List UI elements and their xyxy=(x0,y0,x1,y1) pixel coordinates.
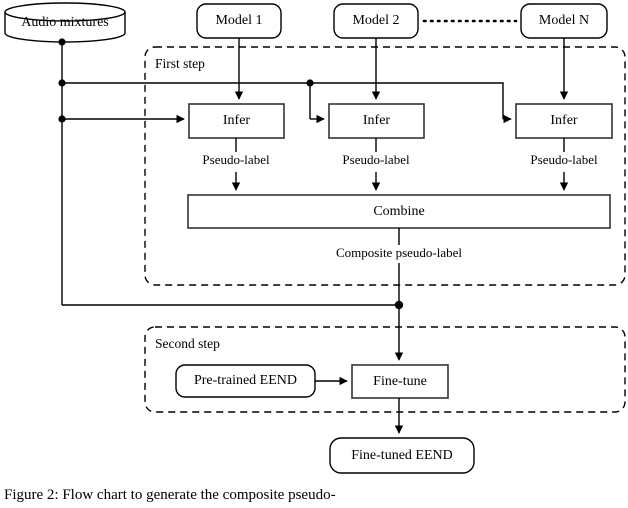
group-first-step-label: First step xyxy=(155,56,205,71)
node-audio-mixtures[interactable] xyxy=(5,3,125,42)
node-infer-1[interactable] xyxy=(189,104,284,138)
junction-dot-audio-branch-lower xyxy=(58,115,66,123)
node-pretrained-eend[interactable] xyxy=(176,365,315,397)
junction-dot-infer-2-branch xyxy=(306,79,314,87)
node-model-n[interactable] xyxy=(521,4,607,38)
edge-audio-to-infer-3 xyxy=(310,82,504,119)
junction-dots xyxy=(58,38,404,310)
edge-label-pseudo-label-2: Pseudo-label xyxy=(342,152,410,167)
junction-dot-audio-outlet xyxy=(58,38,66,46)
node-combine-shape xyxy=(187,194,611,229)
node-combine[interactable] xyxy=(188,195,610,228)
node-fine-tune-shape xyxy=(351,364,449,399)
edge-label-composite-pseudo-label: Composite pseudo-label xyxy=(335,245,462,260)
junction-dot-composite-merge xyxy=(394,300,404,310)
node-infer-3-shape xyxy=(515,103,613,139)
node-infer-3[interactable] xyxy=(516,104,612,138)
group-first-step-border xyxy=(144,46,626,286)
junction-dot-audio-branch-upper xyxy=(58,79,66,87)
node-audio-mixtures-shape xyxy=(4,2,126,43)
node-fine-tuned-eend[interactable] xyxy=(330,438,474,473)
group-second-step-label: Second step xyxy=(155,336,220,351)
figure-caption: Figure 2: Flow chart to generate the com… xyxy=(4,487,336,503)
node-fine-tuned-eend-shape xyxy=(329,437,475,474)
edge-label-pseudo-label-3: Pseudo-label xyxy=(530,152,598,167)
node-model-2[interactable] xyxy=(334,4,418,38)
node-fine-tune[interactable] xyxy=(352,365,448,398)
node-infer-2-shape xyxy=(328,103,425,139)
node-model-1[interactable] xyxy=(197,4,281,38)
node-infer-2[interactable] xyxy=(329,104,424,138)
edge-label-pseudo-label-1: Pseudo-label xyxy=(202,152,270,167)
group-second-step-border xyxy=(144,326,626,413)
